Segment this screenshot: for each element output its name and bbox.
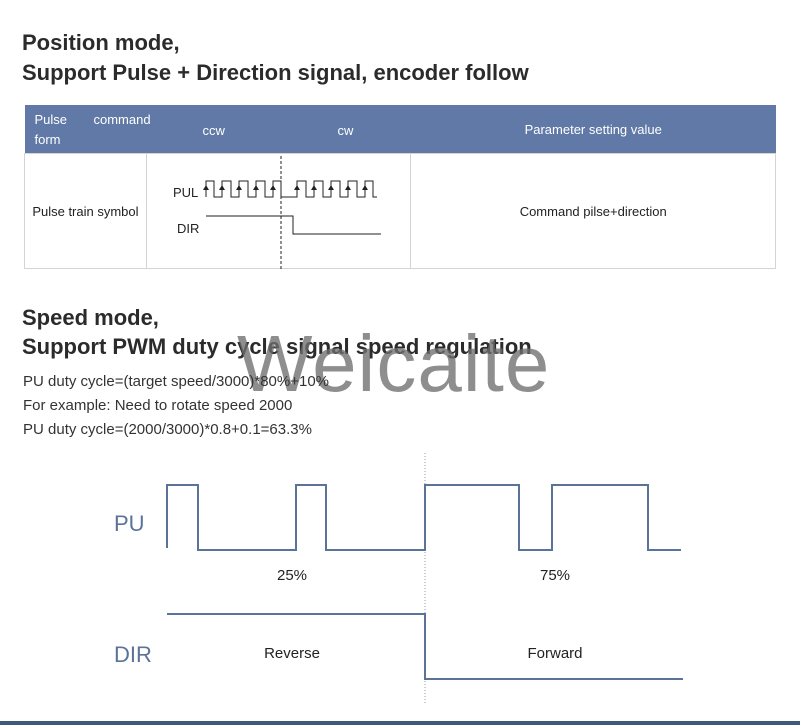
pulse-waveform-cell xyxy=(145,153,412,269)
row-label: Pulse train symbol xyxy=(32,203,139,219)
table-row: Pulse train symbol Command pilse+directi… xyxy=(24,153,776,269)
pulse-train-table: Pulse form command ccw cw Parameter sett… xyxy=(24,105,776,269)
forward-label: Forward xyxy=(527,645,582,662)
row-param: Command pilse+direction xyxy=(519,203,667,219)
header-pulse-form-ccw-cw: Pulse form command ccw cw xyxy=(24,105,411,154)
dir-waveform xyxy=(167,613,683,680)
header-parameter: Parameter setting value xyxy=(410,105,776,154)
pulse-arrows xyxy=(203,185,368,190)
speed-mode-subtitle: Support PWM duty cycle signal speed regu… xyxy=(22,334,532,359)
duty-25-label: 25% xyxy=(277,567,307,584)
duty-example: For example: Need to rotate speed 2000 xyxy=(23,397,293,414)
header-ccw: ccw xyxy=(202,123,225,138)
row-param-cell: Command pilse+direction xyxy=(410,153,776,269)
header-pulse: Pulse xyxy=(34,112,68,127)
bottom-bar xyxy=(0,721,800,725)
dir-label: DIR xyxy=(177,221,199,236)
reverse-label: Reverse xyxy=(264,645,320,662)
table-header-row: Pulse form command ccw cw Parameter sett… xyxy=(24,105,776,154)
header-cw: cw xyxy=(337,123,354,138)
position-mode-subtitle: Support Pulse + Direction signal, encode… xyxy=(22,60,529,85)
pu-signal-label: PU xyxy=(114,511,145,536)
duty-calculation: PU duty cycle=(2000/3000)*0.8+0.1=63.3% xyxy=(23,421,312,438)
header-command: command xyxy=(93,112,151,127)
duty-formula: PU duty cycle=(target speed/3000)*80%+10… xyxy=(23,373,330,390)
pu-pwm-waveform xyxy=(166,484,681,551)
header-form: form xyxy=(34,132,61,147)
duty-75-label: 75% xyxy=(540,567,570,584)
position-mode-title: Position mode, xyxy=(22,30,180,55)
dir-signal-line xyxy=(206,215,381,235)
speed-mode-title: Speed mode, xyxy=(22,305,159,330)
dir-signal-label: DIR xyxy=(114,642,152,667)
watermark: Weicaite xyxy=(237,319,551,408)
pul-signal-line xyxy=(205,180,377,198)
row-label-cell: Pulse train symbol xyxy=(24,153,147,269)
pul-label: PUL xyxy=(173,185,198,200)
